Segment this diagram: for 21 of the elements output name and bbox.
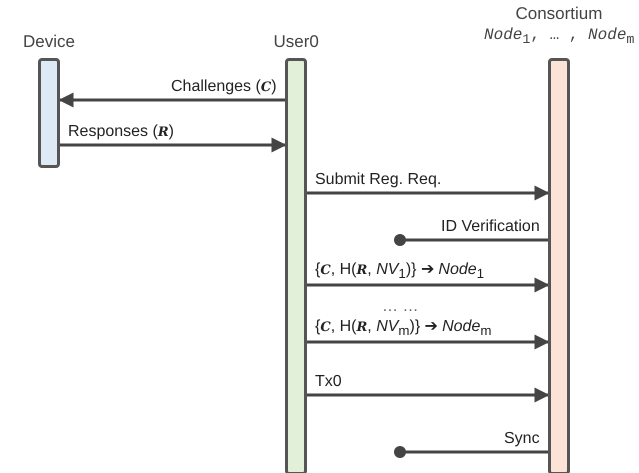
edge-label: Responses (R) — [68, 123, 174, 141]
message-arrow — [307, 278, 550, 292]
ellipsis-note: … … — [382, 298, 418, 316]
edge-label: Tx0 — [315, 373, 342, 391]
message-arrow — [60, 138, 286, 152]
edge-label: Submit Reg. Req. — [315, 171, 442, 189]
message-arrow — [307, 186, 550, 200]
message-arrow — [307, 334, 550, 350]
participant-name: Consortium — [516, 4, 602, 24]
message-line — [394, 446, 548, 458]
participant-name: Device — [23, 32, 75, 52]
message-arrow — [58, 92, 285, 108]
participant-subtitle: Node$_{1}$, … , Node$_{m}$ — [484, 26, 634, 48]
message-line — [394, 234, 548, 246]
edge-label: Sync — [504, 430, 540, 448]
edge-label: {C, H(R, NV$_{m}$)} ➔ Node$_{m}$ — [315, 317, 492, 338]
edge-label: Challenges (C) — [171, 78, 277, 96]
message-arrow — [307, 388, 550, 402]
participant-name: User0 — [274, 32, 319, 52]
edge-label: ID Verification — [441, 218, 540, 236]
edge-label: {C, H(R, NV$_{1}$)} ➔ Node$_{1}$ — [315, 260, 484, 282]
